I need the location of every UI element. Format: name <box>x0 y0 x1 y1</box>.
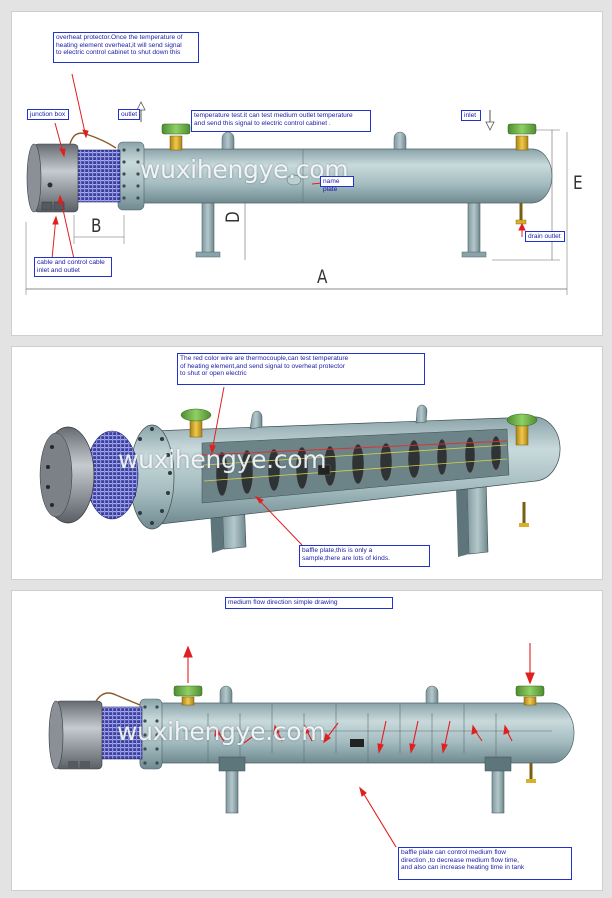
watermark: wuxihengye.com <box>117 717 326 746</box>
dimension-a: A <box>317 266 328 288</box>
note-baffle-sample: baffle plate,this is only a sample,there… <box>299 545 430 567</box>
note-overheat-protector: overheat protector.Once the temperature … <box>53 32 199 63</box>
dimension-e: E <box>573 172 583 194</box>
note-temperature-test: temperature test.it can test medium outl… <box>191 110 371 132</box>
outlet-flange <box>173 685 203 697</box>
note-thermocouple: The red color wire are thermocouple,can … <box>177 353 425 385</box>
baffle-support <box>218 756 246 772</box>
inlet-flange <box>507 123 537 135</box>
note-name-plate: name plate <box>320 176 354 193</box>
heating-element-bundle <box>99 706 143 760</box>
inlet-flange <box>515 685 545 697</box>
dimension-b: B <box>91 215 102 237</box>
watermark: wuxihengye.com <box>140 155 349 184</box>
note-baffle-control: baffle plate can control medium flow dir… <box>398 847 572 880</box>
flow-arrows <box>183 643 535 848</box>
note-flow-direction: medium flow direction simple drawing <box>225 597 393 609</box>
note-drain-outlet: drain outlet <box>525 231 565 242</box>
watermark: wuxihengye.com <box>118 445 327 474</box>
thermocouple-wire <box>201 440 508 456</box>
heater-isometric-figure <box>39 386 561 557</box>
outlet-flange <box>161 123 191 135</box>
inlet-arrow-icon <box>485 121 495 131</box>
note-outlet: outlet <box>118 109 140 120</box>
heating-element-bundle <box>75 149 121 203</box>
support-leg <box>467 201 481 257</box>
panel-isometric-cutaway: wuxihengye.com The red color wire are th… <box>11 346 603 580</box>
lifting-lug <box>393 131 407 150</box>
outlet-flange <box>180 408 212 422</box>
note-cable-inlet-outlet: cable and control cable inlet and outlet <box>34 257 112 277</box>
panel-dimension-drawing: wuxihengye.com A B D E overheat protecto… <box>11 11 603 336</box>
flow-in-arrow-icon <box>525 672 535 685</box>
lifting-lug <box>221 131 235 150</box>
flow-out-arrow-icon <box>183 645 193 658</box>
baffle-support <box>484 756 512 772</box>
heater-dimension-figure <box>25 73 568 295</box>
note-inlet: inlet <box>461 110 481 121</box>
outlet-arrow-icon <box>136 101 146 111</box>
name-plate <box>350 739 364 747</box>
note-junction-box: junction box <box>27 109 69 120</box>
vessel-shell <box>139 702 575 764</box>
dimension-d: D <box>222 211 244 223</box>
support-leg <box>201 201 215 257</box>
panel-flow-direction: wuxihengye.com medium flow direction sim… <box>11 590 603 891</box>
drain-valve <box>515 219 527 225</box>
name-plate-boss <box>286 174 302 186</box>
inlet-flange <box>506 413 538 427</box>
flow-direction-figure <box>48 643 575 848</box>
name-plate <box>317 464 331 476</box>
